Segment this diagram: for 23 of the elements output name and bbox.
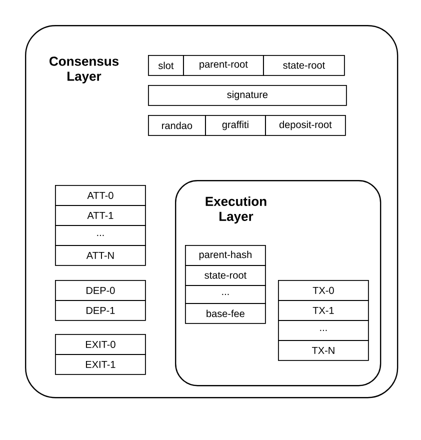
field-box: state-root xyxy=(263,55,345,76)
field-box: parent-hash xyxy=(185,245,266,266)
field-box: DEP-0 xyxy=(55,280,146,301)
field-box: deposit-root xyxy=(265,115,346,136)
field-box: ATT-0 xyxy=(55,185,146,206)
field-box: EXIT-0 xyxy=(55,334,146,355)
field-box: state-root xyxy=(185,265,266,286)
field-box: graffiti xyxy=(205,115,266,136)
field-box: ATT-1 xyxy=(55,205,146,226)
field-box: base-fee xyxy=(185,303,266,324)
field-box: slot xyxy=(148,55,184,76)
field-box: TX-N xyxy=(278,340,369,361)
field-box: ATT-N xyxy=(55,245,146,266)
field-box: randao xyxy=(148,115,206,136)
field-box: EXIT-1 xyxy=(55,354,146,375)
field-box: parent-root xyxy=(183,55,264,76)
field-box: TX-1 xyxy=(278,300,369,321)
field-box: signature xyxy=(148,85,347,106)
field-box: ... xyxy=(278,320,369,341)
field-box: ... xyxy=(55,225,146,246)
field-box: ... xyxy=(185,285,266,304)
field-box: DEP-1 xyxy=(55,300,146,321)
field-box: TX-0 xyxy=(278,280,369,301)
